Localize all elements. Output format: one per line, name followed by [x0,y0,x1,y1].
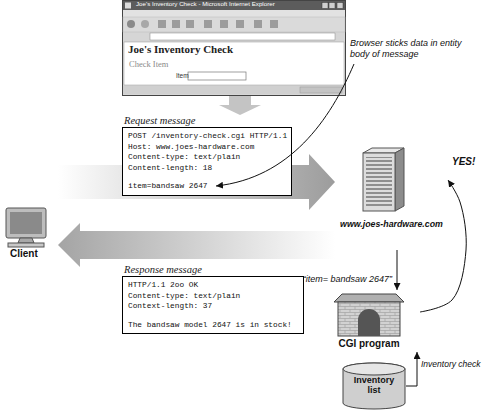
cgi-label: CGI program [328,338,410,350]
edge-label: YES! [452,156,475,168]
lookup-arrow [406,352,417,386]
field-label: Item [176,72,189,79]
window-button [322,3,328,9]
message-box: HTTP/1.1 2oo OKContent-type: text/plainC… [122,276,304,334]
web-server: www.joes-hardware.com [335,145,448,250]
page-area [124,42,344,85]
monitor-screen [10,212,42,234]
inventory-list: Inventory list [342,362,406,410]
computer-icon [6,208,46,247]
message-heading: Request message [122,115,292,127]
address-field [150,33,335,40]
response-message: Response messageHTTP/1.1 2oo OKContent-t… [122,264,304,334]
page-heading: Joe's Inventory Check [128,43,233,56]
window-frame [123,1,346,96]
server-icon [363,148,404,211]
message-line: HTTP/1.1 2oo OK [128,280,298,291]
toolbar-icon [220,20,228,28]
message-line: Context-length: 37 [128,301,298,312]
window-title: Joe's Inventory Check - Microsoft Intern… [136,1,275,8]
answer-arrow [420,180,466,312]
toolbar-icon [204,20,212,28]
response-arrow [58,223,335,267]
title-bar [123,1,345,10]
message-line: The bandsaw model 2647 is in stock! [128,320,298,331]
building-icon [334,294,404,336]
message-line: Content-type: text/plain [128,152,286,163]
form-heading: Check Item [129,60,168,70]
forward-arrow [397,250,398,290]
toolbar-icon [254,20,262,28]
message-line: Content-type: text/plain [128,291,298,302]
toolbar-icon [172,20,180,28]
cylinder-body [343,363,405,409]
toolbar-icon [158,20,166,28]
monitor-case [6,208,46,238]
edge-label: “item= bandsaw 2647” [262,274,392,284]
inventory-label: Inventory list [350,376,398,396]
client-computer: Client [0,160,58,262]
flow-arrow [219,96,261,115]
message-heading: Response message [122,264,304,276]
message-line: Host: www.joes-hardware.com [128,142,286,153]
forward-button [141,20,149,28]
server-side [395,148,404,211]
toolbar-icon [270,20,278,28]
menu-bar [123,10,345,17]
callout-note: Browser sticks data in entity body of me… [350,38,480,60]
tool-bar [123,17,345,32]
server-front [363,153,395,211]
input-field [188,72,246,80]
message-line: Content-length: 18 [128,163,286,174]
building-wall [338,302,400,336]
message-line: POST /inventory-check.cgi HTTP/1.1 [128,131,286,142]
message-line: item=bandsaw 2647 [128,181,286,192]
status-panel [300,87,342,93]
message-box: POST /inventory-check.cgi HTTP/1.1Host: … [122,127,292,196]
window-button [329,3,335,9]
client-label: Client [10,248,38,260]
cgi-program: CGI program [328,290,420,352]
back-button [127,20,135,28]
browser-screenshot [123,1,346,96]
server-vents [366,157,392,207]
status-bar [123,86,345,94]
toolbar-icon [186,20,194,28]
monitor-stand [18,238,34,243]
keyboard [8,243,44,247]
toolbar-icon [236,20,244,28]
leader-line [216,64,354,186]
cylinder-top [343,363,405,375]
edge-label: Inventory check [421,360,481,370]
window-icon [125,3,131,9]
building-door [358,309,380,336]
server-label: www.joes-hardware.com [335,219,448,229]
browser-window: Joe's Inventory Check - Microsoft Intern… [122,0,346,96]
building-roof [334,294,404,302]
request-message: Request messagePOST /inventory-check.cgi… [122,115,292,196]
window-button [337,3,343,9]
